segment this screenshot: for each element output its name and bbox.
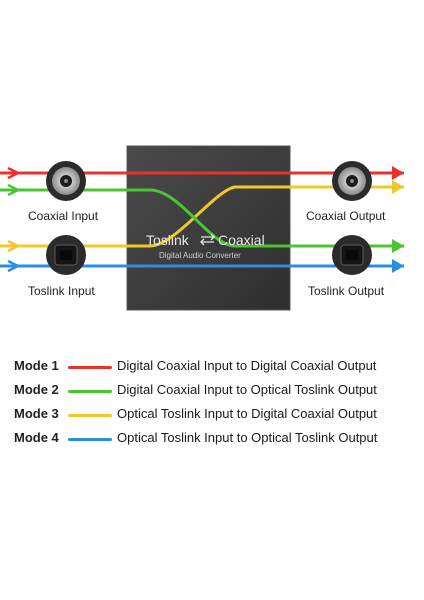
device-title-right: Coaxial [218,232,265,248]
arrowhead-blue-in [7,259,21,273]
legend-description: Optical Toslink Input to Digital Coaxial… [117,406,377,421]
signal-diagram: Toslink Coaxial Digital Audio Converter [0,145,404,311]
device-title-left: Toslink [146,232,190,248]
toslink-input-port-icon [46,235,86,275]
legend-line-swatch [68,366,112,369]
converter-box [127,146,290,310]
mode2-line-green [0,188,404,248]
coaxial-input-label: Coaxial Input [28,209,99,223]
mode-legend: Mode 1 Digital Coaxial Input to Digital … [14,356,418,452]
device-subtitle: Digital Audio Converter [159,251,241,260]
toslink-input-label: Toslink Input [28,284,95,298]
legend-mode-label: Mode 1 [14,358,59,373]
coaxial-input-port-icon [46,161,86,201]
toslink-output-port-icon [332,235,372,275]
legend-mode-label: Mode 2 [14,382,59,397]
swap-arrows-icon [200,233,215,246]
arrowhead-green-in [7,183,21,197]
legend-row-mode3: Mode 3 Optical Toslink Input to Digital … [14,404,418,428]
legend-description: Digital Coaxial Input to Digital Coaxial… [117,358,377,373]
legend-line-swatch [68,438,112,441]
arrowhead-red-in [7,166,21,180]
legend-description: Digital Coaxial Input to Optical Toslink… [117,382,377,397]
coaxial-output-label: Coaxial Output [306,209,386,223]
arrowhead-yellow-in [7,239,21,253]
arrowhead-blue-out [392,259,404,273]
arrowhead-green-out [392,239,404,253]
toslink-output-label: Toslink Output [308,284,385,298]
converter-box-highlight [126,145,291,311]
coaxial-output-port-icon [332,161,372,201]
legend-row-mode2: Mode 2 Digital Coaxial Input to Optical … [14,380,418,404]
arrowhead-yellow-out [392,180,404,194]
legend-mode-label: Mode 3 [14,406,59,421]
arrowhead-red-out [392,166,404,180]
legend-row-mode4: Mode 4 Optical Toslink Input to Optical … [14,428,418,452]
legend-line-swatch [68,390,112,393]
legend-description: Optical Toslink Input to Optical Toslink… [117,430,378,445]
legend-line-swatch [68,414,112,417]
legend-mode-label: Mode 4 [14,430,59,445]
legend-row-mode1: Mode 1 Digital Coaxial Input to Digital … [14,356,418,380]
